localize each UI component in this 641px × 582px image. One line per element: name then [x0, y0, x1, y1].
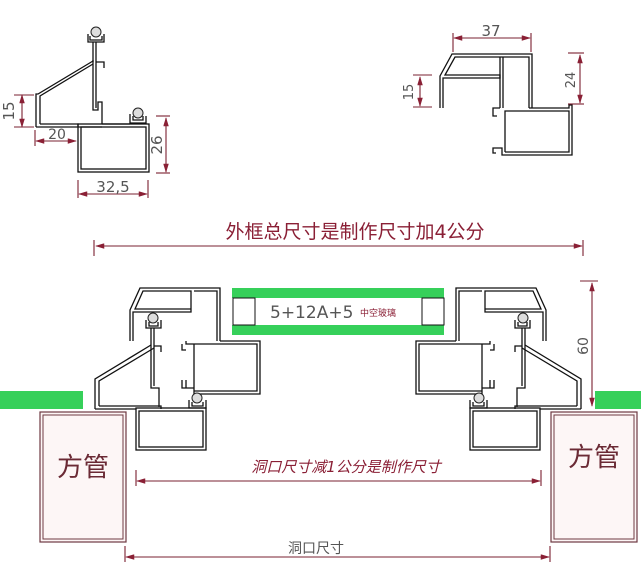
insulated-glass: 5+12A+5 中空玻璃: [232, 288, 445, 335]
frame-profile-right: [415, 287, 582, 451]
overall-frame-dimension: 外框总尺寸是制作尺寸加4公分: [93, 221, 584, 256]
profile-detail-right: 37 15 24: [402, 22, 584, 156]
gasket-icon: [147, 312, 159, 324]
gasket-icon: [473, 392, 485, 404]
square-tube-label-right: 方管: [568, 443, 620, 473]
opening-dimension: 洞口尺寸: [124, 541, 551, 562]
wall-left: [0, 391, 83, 409]
dim-height-right: 26: [148, 135, 166, 154]
make-size-dimension: 洞口尺寸减1公分是制作尺寸: [135, 458, 542, 486]
glass-spec-label: 5+12A+5: [270, 303, 353, 323]
square-tube-label-left: 方管: [57, 453, 109, 483]
gasket-icon: [517, 312, 529, 324]
dim-height-right-r: 24: [564, 72, 579, 89]
glass-type-label: 中空玻璃: [360, 307, 396, 319]
frame-profile-left: [94, 287, 261, 451]
profile-detail-left: 15 20 26 32,5: [0, 26, 170, 198]
square-tube-left: 方管: [39, 411, 127, 543]
dim-height-left-r: 15: [402, 84, 417, 101]
frame-height-dimension: 60: [576, 280, 598, 407]
gasket-icon: [132, 107, 144, 119]
dim-width-bottom: 32,5: [96, 178, 129, 196]
dim-height-left: 15: [0, 101, 18, 120]
dim-width-left: 20: [48, 127, 66, 143]
gasket-icon: [191, 392, 203, 404]
overall-frame-note: 外框总尺寸是制作尺寸加4公分: [225, 221, 484, 243]
opening-size-label: 洞口尺寸: [288, 541, 344, 557]
wall-right: [595, 391, 641, 409]
dim-width-top: 37: [481, 22, 500, 40]
dim-frame-height: 60: [576, 337, 592, 355]
square-tube-right: 方管: [550, 411, 638, 543]
make-size-note: 洞口尺寸减1公分是制作尺寸: [251, 458, 443, 476]
gasket-icon: [90, 26, 102, 38]
